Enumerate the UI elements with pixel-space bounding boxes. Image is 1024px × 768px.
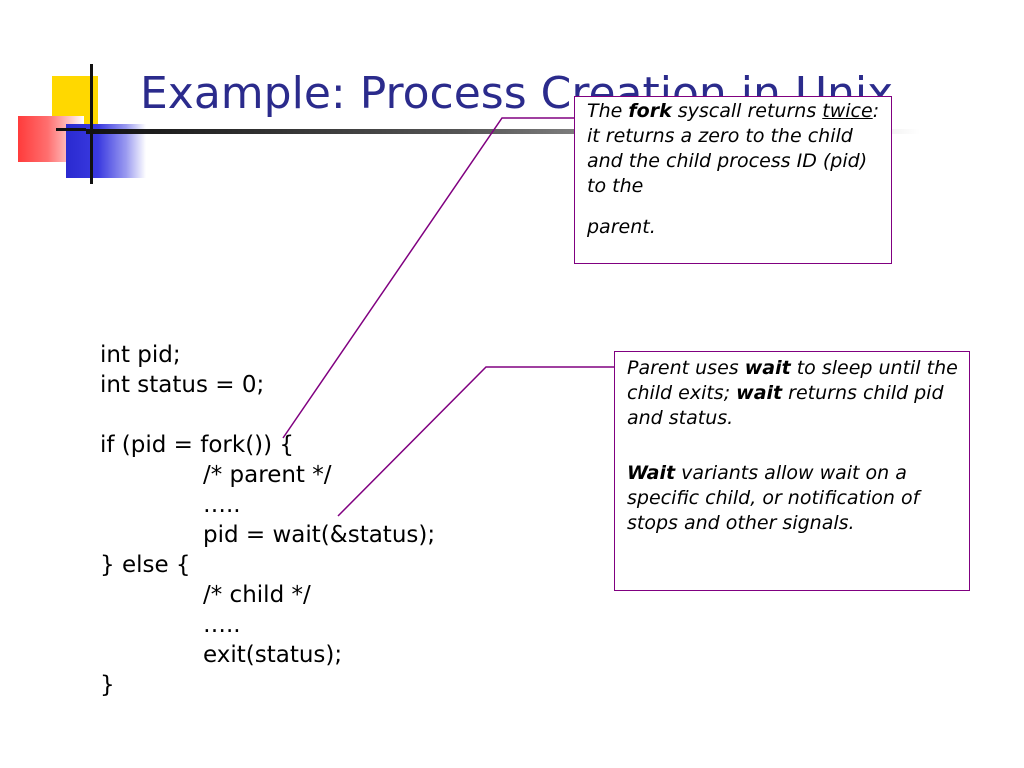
callout-text: variants allow wait on a specific child,… xyxy=(627,462,920,534)
callout-text: syscall returns xyxy=(671,100,823,122)
callout-text: The xyxy=(587,100,629,122)
callout-text: returns child pid and status. xyxy=(627,382,944,429)
code-line: ….. xyxy=(203,492,241,518)
code-block: int pid; int status = 0; if (pid = fork(… xyxy=(100,340,435,700)
code-line: if (pid = fork()) { xyxy=(100,432,295,458)
callout-keyword-wait: wait xyxy=(736,382,783,404)
wait-callout: Parent uses wait to sleep until the chil… xyxy=(614,351,970,591)
callout-text: : it returns a zero to the child and the… xyxy=(587,100,880,197)
code-line: exit(status); xyxy=(203,642,343,668)
code-line: /* child */ xyxy=(203,582,311,608)
wait-callout-paragraph-1: Parent uses wait to sleep until the chil… xyxy=(627,356,959,431)
fork-callout-text: The fork syscall returns twice: it retur… xyxy=(587,99,881,199)
code-line: } else { xyxy=(100,552,191,578)
callout-text: to sleep until the child exits; xyxy=(627,357,958,404)
code-line: ….. xyxy=(203,612,241,638)
logo-vertical-line xyxy=(90,64,93,184)
fork-callout: The fork syscall returns twice: it retur… xyxy=(574,96,892,264)
code-line: /* parent */ xyxy=(203,462,332,488)
code-line: } xyxy=(100,672,115,698)
fork-callout-last-line: parent. xyxy=(587,216,656,238)
code-line: int status = 0; xyxy=(100,372,265,398)
callout-keyword-wait: wait xyxy=(744,357,791,379)
code-line: int pid; xyxy=(100,342,181,368)
code-line: pid = wait(&status); xyxy=(203,522,436,548)
callout-keyword-wait: Wait xyxy=(627,462,676,484)
callout-underlined-twice: twice xyxy=(822,100,873,122)
callout-keyword-fork: fork xyxy=(628,100,672,122)
callout-text: Parent uses xyxy=(627,357,745,379)
logo-horizontal-line xyxy=(56,128,86,131)
code-blank-line xyxy=(100,400,435,430)
wait-callout-paragraph-2: Wait variants allow wait on a specific c… xyxy=(627,461,959,536)
